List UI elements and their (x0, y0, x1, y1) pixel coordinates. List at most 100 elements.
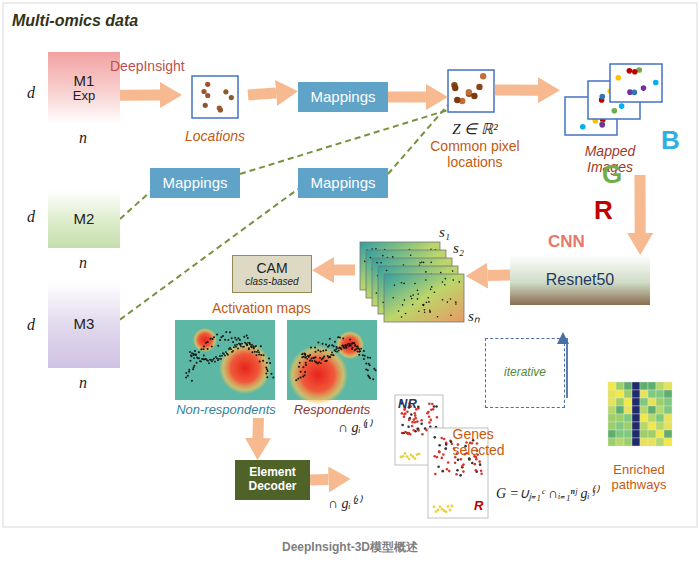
gene-dot (445, 443, 448, 446)
edge-label: DeepInsight (110, 58, 185, 74)
gene-dot (436, 416, 439, 419)
heat-dot (203, 354, 205, 356)
iteration-arrow (566, 338, 568, 398)
heat-dot (209, 338, 211, 340)
heat-dot (265, 367, 267, 369)
gene-dot (411, 421, 414, 424)
map-dot (386, 270, 388, 272)
map-dot (398, 310, 400, 312)
gene-dot (447, 461, 450, 464)
map-dot (402, 304, 404, 306)
map-dot (444, 284, 446, 286)
heat-cell (640, 422, 648, 430)
gene-dot (407, 425, 410, 428)
heat-dot (209, 359, 211, 361)
gene-dot (402, 455, 405, 458)
heat-dot (336, 351, 338, 353)
map-dot (429, 309, 431, 311)
heat-cell (656, 382, 664, 390)
heat-dot (232, 350, 234, 352)
heat-cell (608, 430, 616, 438)
heat-cell (656, 398, 664, 406)
heat-dot (346, 345, 348, 347)
heat-dot (248, 348, 250, 350)
heat-cell (656, 390, 664, 398)
map-dot (426, 302, 428, 304)
gene-dot (442, 453, 445, 456)
label: d (27, 208, 35, 226)
map-dot (459, 281, 461, 283)
mapping-box: Mappings (298, 168, 388, 198)
map-dot (429, 311, 431, 313)
heat-dot (362, 354, 364, 356)
heat-cell (640, 398, 648, 406)
heat-cell (648, 430, 656, 438)
heat-cell (640, 414, 648, 422)
heat-dot (341, 348, 343, 350)
heat-dot (340, 347, 342, 349)
cnn-box: Resnet50 (510, 255, 650, 305)
heat-dot (304, 371, 306, 373)
mapped-images (565, 64, 662, 135)
gene-dot (450, 440, 453, 443)
heat-dot (205, 342, 207, 344)
heat-dot (336, 346, 338, 348)
heat-dot (328, 344, 330, 346)
heat-dot (325, 344, 327, 346)
map-dot (401, 282, 403, 284)
heat-dot (363, 358, 365, 360)
heat-dot (315, 361, 317, 363)
map-dot (410, 254, 412, 256)
pixel-dot (454, 97, 460, 103)
heat-dot (349, 338, 351, 340)
heat-dot (225, 331, 227, 333)
gene-dot (440, 437, 443, 440)
heat-dot (315, 351, 317, 353)
map-dot (401, 316, 403, 318)
heat-dot (188, 371, 190, 373)
node-text: Z ∈ ℝ² (452, 121, 497, 138)
gene-dot (434, 473, 437, 476)
heat-cell (616, 430, 624, 438)
heat-cell (656, 414, 664, 422)
heat-dot (193, 366, 195, 368)
heat-cell (632, 430, 640, 438)
heat-dot (349, 343, 351, 345)
heat-dot (219, 339, 221, 341)
map-dot (425, 279, 427, 281)
pixel-dot (599, 94, 605, 100)
heat-dot (195, 354, 197, 356)
map-dot (455, 301, 457, 303)
pixel-dot (632, 90, 638, 96)
heat-dot (335, 350, 337, 352)
map-dot (430, 289, 432, 291)
map-dot (376, 262, 378, 264)
heat-cell (664, 414, 672, 422)
heat-dot (363, 350, 365, 352)
heat-cell (616, 390, 624, 398)
pixel-dot (476, 84, 482, 90)
heat-dot (207, 360, 209, 362)
heat-dot (191, 352, 193, 354)
node-text: s₁ (439, 224, 450, 241)
gene-dot (459, 474, 462, 477)
heat-cell (640, 406, 648, 414)
heat-dot (238, 343, 240, 345)
heat-cell (656, 406, 664, 414)
gene-dot (428, 415, 431, 418)
heat-dot (354, 345, 356, 347)
flow-arrow (388, 92, 426, 103)
map-dot (425, 271, 427, 273)
gene-dot (456, 469, 459, 472)
map-dot (445, 278, 447, 280)
heat-dot (272, 377, 274, 379)
heat-dot (307, 355, 309, 357)
map-dot (364, 261, 366, 263)
flow-arrow (120, 90, 160, 101)
activation-maps (175, 320, 377, 405)
heat-cell (640, 430, 648, 438)
pixel-dot (201, 89, 206, 94)
map-dot (442, 281, 444, 283)
label: G (602, 160, 622, 190)
gene-dot (421, 433, 424, 436)
